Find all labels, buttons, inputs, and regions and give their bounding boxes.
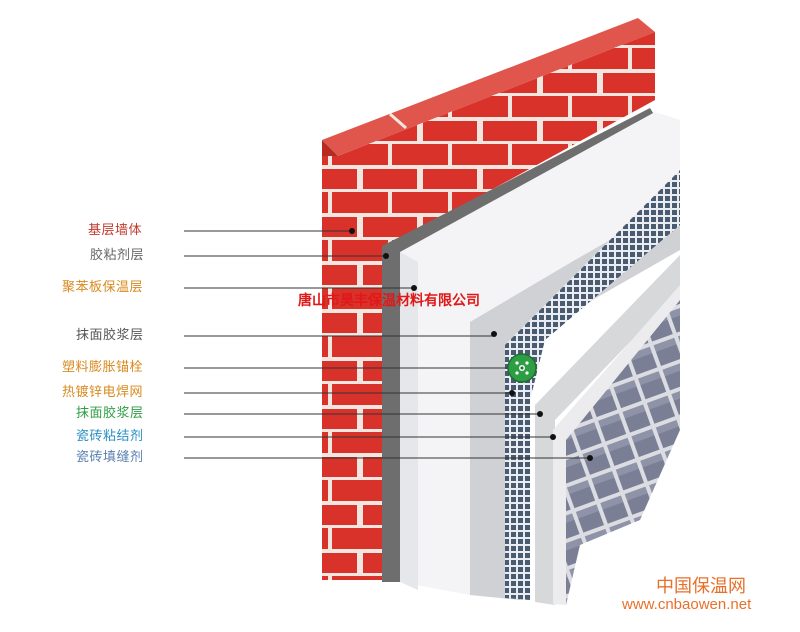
label-anchor-bolt: 塑料膨胀锚栓 [62,360,144,375]
brand-name: 中国保温网 [656,576,746,597]
brand-url: www.cnbaowen.net [622,596,752,613]
mortar-layer-2 [535,255,680,605]
leader-dots [349,228,593,461]
anchor-bolt-icon [507,353,537,383]
brick-wall-top-joints [389,112,407,130]
label-plaster-mortar-2: 抹面胶浆层 [76,406,144,421]
label-tile-adhesive: 瓷砖粘结剂 [76,429,144,444]
tile-layer [566,300,680,605]
label-adhesive-layer: 胶粘剂层 [90,248,145,263]
label-galvanized-mesh: 热镀锌电焊网 [62,385,144,400]
leader-lines [184,230,590,459]
company-watermark: 唐山市昊丰保温材料有限公司 [298,293,480,309]
plaster-layer [470,200,680,600]
label-plaster-mortar: 抹面胶浆层 [76,328,144,343]
tile-adhesive-layer [553,285,680,605]
label-base-wall: 基层墙体 [88,223,143,238]
brick-wall-back [338,32,655,580]
mesh-layer [505,170,680,600]
label-tile-grout: 瓷砖填缝剂 [76,450,144,465]
label-eps-insulation: 聚苯板保温层 [62,280,144,295]
brick-wall-top [322,18,655,156]
